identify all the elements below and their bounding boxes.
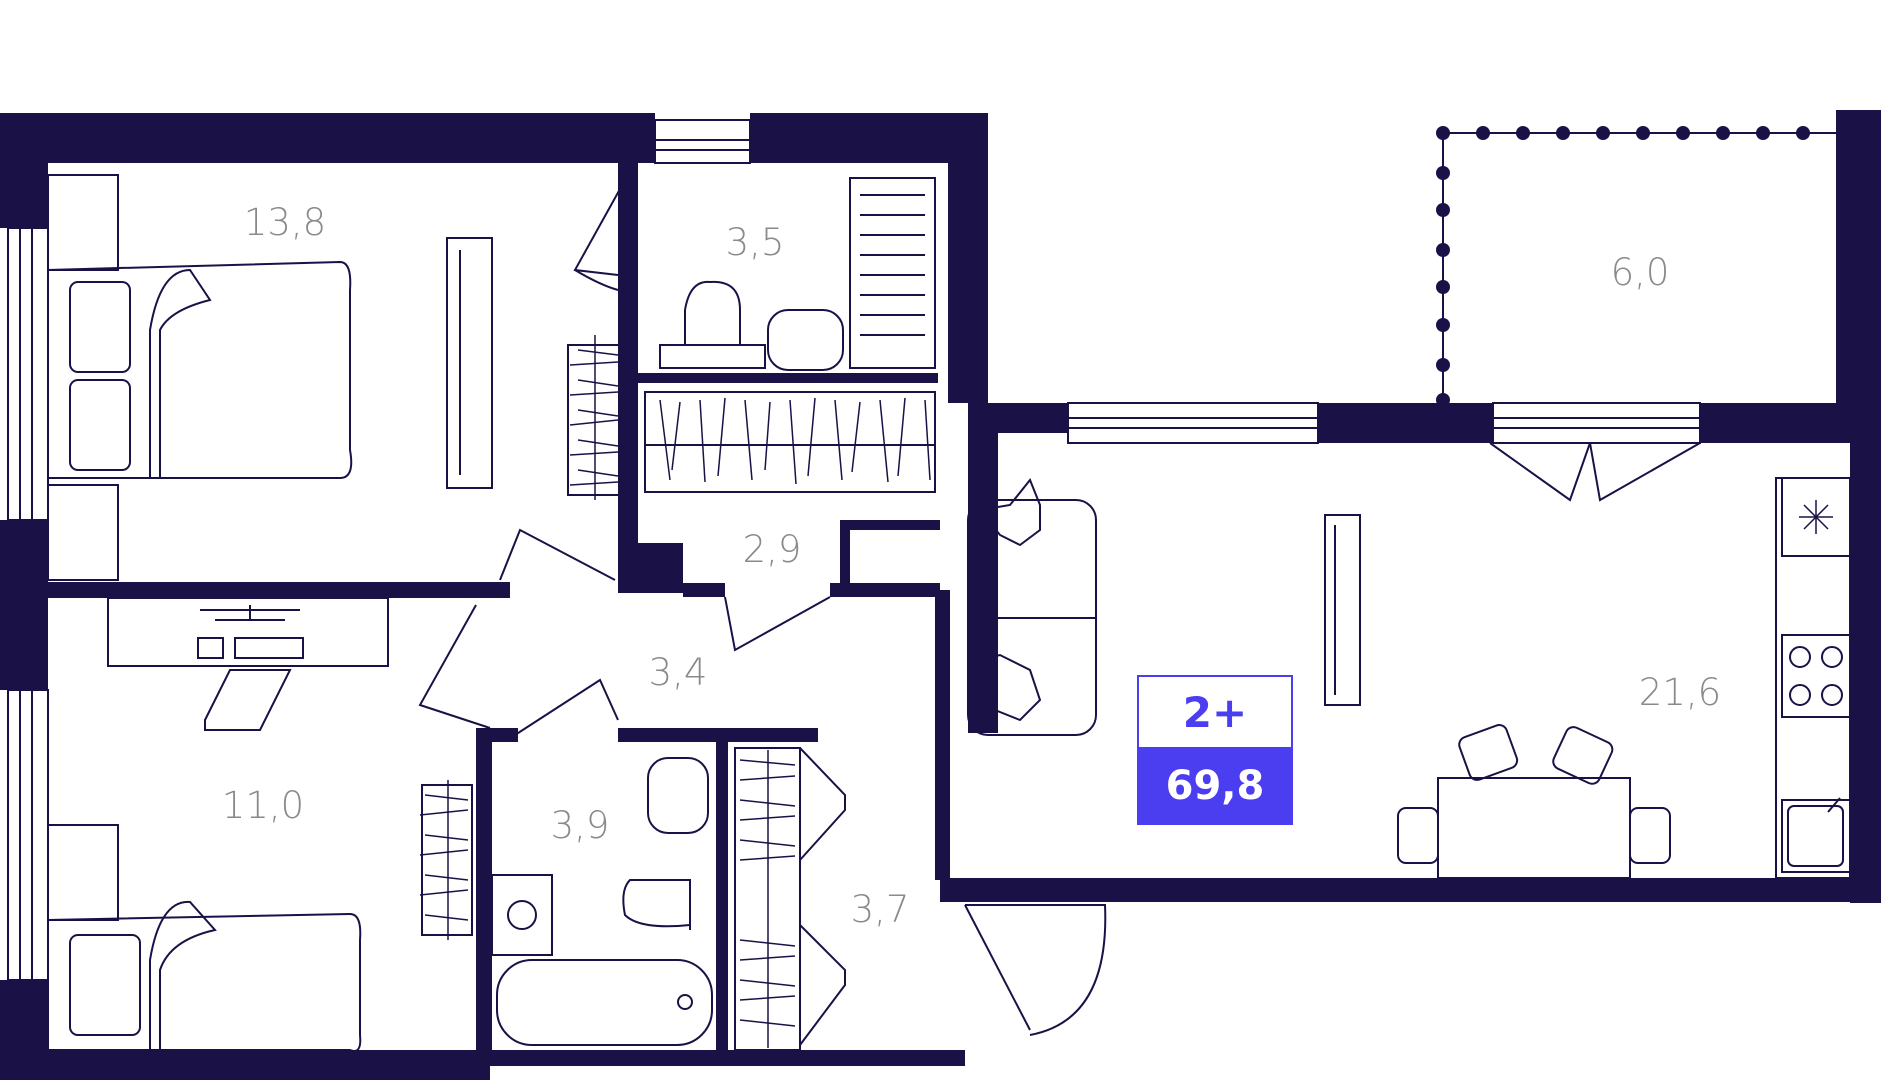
wardrobe-icon bbox=[734, 747, 801, 1051]
room-area-hall: 3,4 bbox=[649, 651, 708, 694]
room-area-bathroom2: 3,9 bbox=[551, 804, 610, 847]
toilet-icon bbox=[684, 280, 741, 345]
room-area-corridor: 3,7 bbox=[851, 888, 910, 931]
chair-icon bbox=[204, 669, 292, 731]
apartment-badge: 2+ 69,8 bbox=[1137, 675, 1293, 825]
doors bbox=[418, 179, 1701, 1036]
wardrobe-icon bbox=[421, 784, 473, 936]
tv-icon bbox=[200, 605, 300, 621]
fridge-snowflake-icon bbox=[1781, 477, 1851, 557]
washbasin-icon bbox=[767, 309, 844, 371]
nightstand-icon bbox=[47, 174, 119, 271]
room-area-bedroom1: 13,8 bbox=[244, 201, 326, 244]
room-area-bathroom1: 3,5 bbox=[726, 221, 785, 264]
dining-table-icon bbox=[1437, 777, 1631, 879]
wardrobe-icon bbox=[644, 391, 936, 493]
room-area-living: 21,6 bbox=[1639, 671, 1721, 714]
heater-icon bbox=[849, 177, 936, 369]
room-area-closet: 2,9 bbox=[743, 528, 802, 571]
balcony-railing bbox=[1436, 126, 1836, 407]
stove-icon bbox=[1781, 634, 1851, 718]
kitchen-sink-icon bbox=[1781, 799, 1851, 873]
tv-icon bbox=[1324, 514, 1361, 706]
bed-icon bbox=[47, 912, 362, 1052]
tv-icon bbox=[446, 237, 493, 489]
room-count: 2+ bbox=[1182, 687, 1248, 737]
nightstand-icon bbox=[47, 484, 119, 581]
bathtub-icon bbox=[496, 959, 713, 1046]
room-area-balcony: 6,0 bbox=[1611, 251, 1670, 294]
total-area: 69,8 bbox=[1137, 747, 1293, 825]
washing-machine-icon bbox=[491, 874, 553, 956]
walls bbox=[0, 110, 1881, 1080]
washbasin-icon bbox=[647, 757, 709, 834]
room-area-bedroom2: 11,0 bbox=[222, 784, 304, 827]
bed-icon bbox=[47, 260, 353, 479]
desk-icon bbox=[107, 597, 389, 667]
nightstand-icon bbox=[47, 824, 119, 921]
toilet-icon bbox=[622, 879, 691, 930]
wardrobe-hatching bbox=[419, 335, 1833, 1048]
